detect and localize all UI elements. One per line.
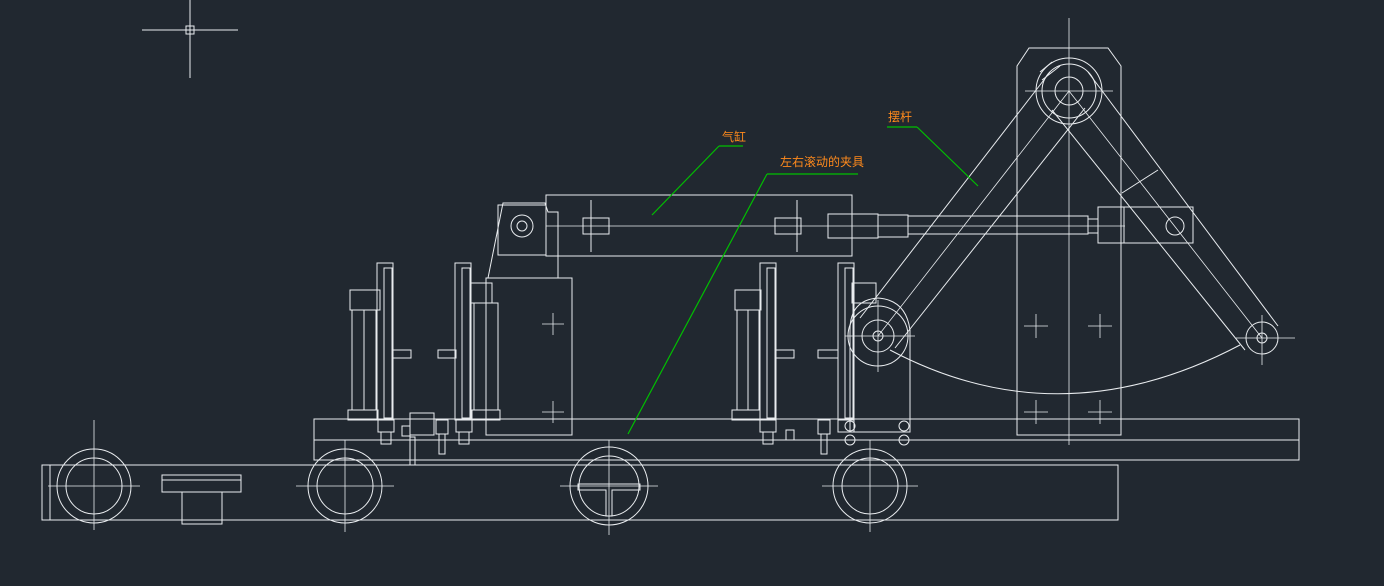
left-clamp-assembly (347, 262, 435, 466)
label-sliding-fixture: 左右滚动的夹具 (780, 154, 864, 169)
base-rail (41, 464, 1119, 525)
leader-lines (627, 126, 979, 435)
wheel (48, 420, 140, 530)
wheel (560, 440, 658, 535)
pneumatic-cylinder (545, 194, 1125, 257)
cursor-crosshair-icon (142, 0, 238, 78)
pivot-bracket (844, 297, 915, 446)
piston-rod (907, 206, 1194, 244)
carriage-beam (313, 418, 1300, 461)
support-column (1016, 18, 1122, 445)
label-swing-arm: 摆杆 (888, 110, 912, 124)
cylinder-mount (487, 202, 559, 279)
swing-arm (859, 71, 1295, 395)
wheel (296, 440, 394, 532)
label-cylinder: 气缸 (722, 129, 746, 144)
right-clamp-assembly (817, 262, 877, 455)
right-clamp-assembly (731, 262, 795, 445)
center-fixture-block (485, 277, 573, 436)
left-clamp-assembly (435, 262, 501, 455)
wheel (822, 440, 918, 532)
